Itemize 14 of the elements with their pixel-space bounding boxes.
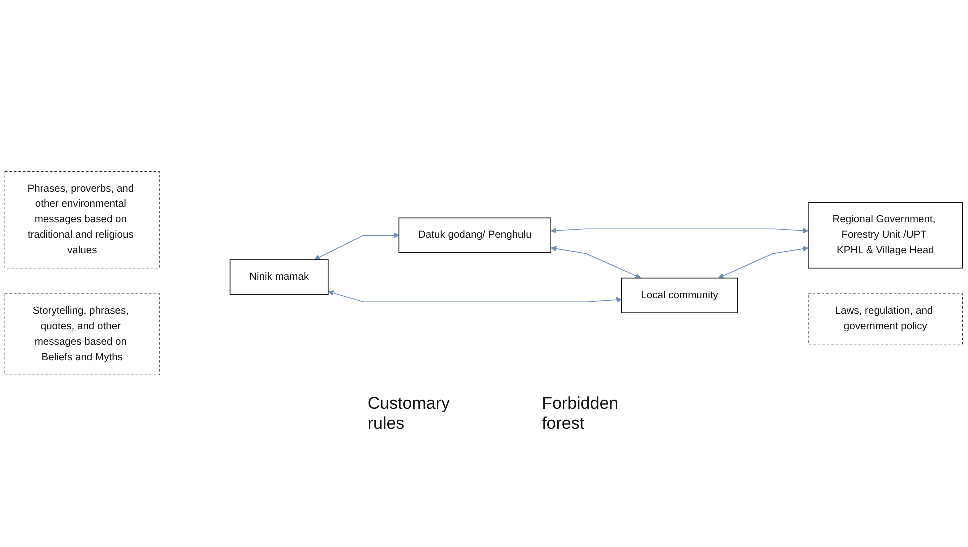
node-box: Datuk godang/ Penghulu xyxy=(398,218,552,254)
arrow xyxy=(718,246,809,279)
arrow xyxy=(551,246,642,279)
arrow xyxy=(314,232,400,260)
arrow xyxy=(551,228,809,234)
node-box: Storytelling, phrases, quotes, and other messages based on Beliefs and Myths xyxy=(4,294,160,376)
arrow xyxy=(328,290,622,303)
node-box: Phrases, proverbs, and other environmental messages based on traditional and religious values xyxy=(4,172,160,269)
node-box: Regional Government, Forestry Unit /UPT KPHL & Village Head xyxy=(808,202,964,269)
relation-label: Forbidden forest xyxy=(542,394,620,434)
node-box: Local community xyxy=(621,278,738,314)
relation-label: Customary rules xyxy=(368,394,452,434)
node-box: Laws, regulation, and government policy xyxy=(808,294,964,345)
node-box: Ninik mamak xyxy=(230,260,329,296)
